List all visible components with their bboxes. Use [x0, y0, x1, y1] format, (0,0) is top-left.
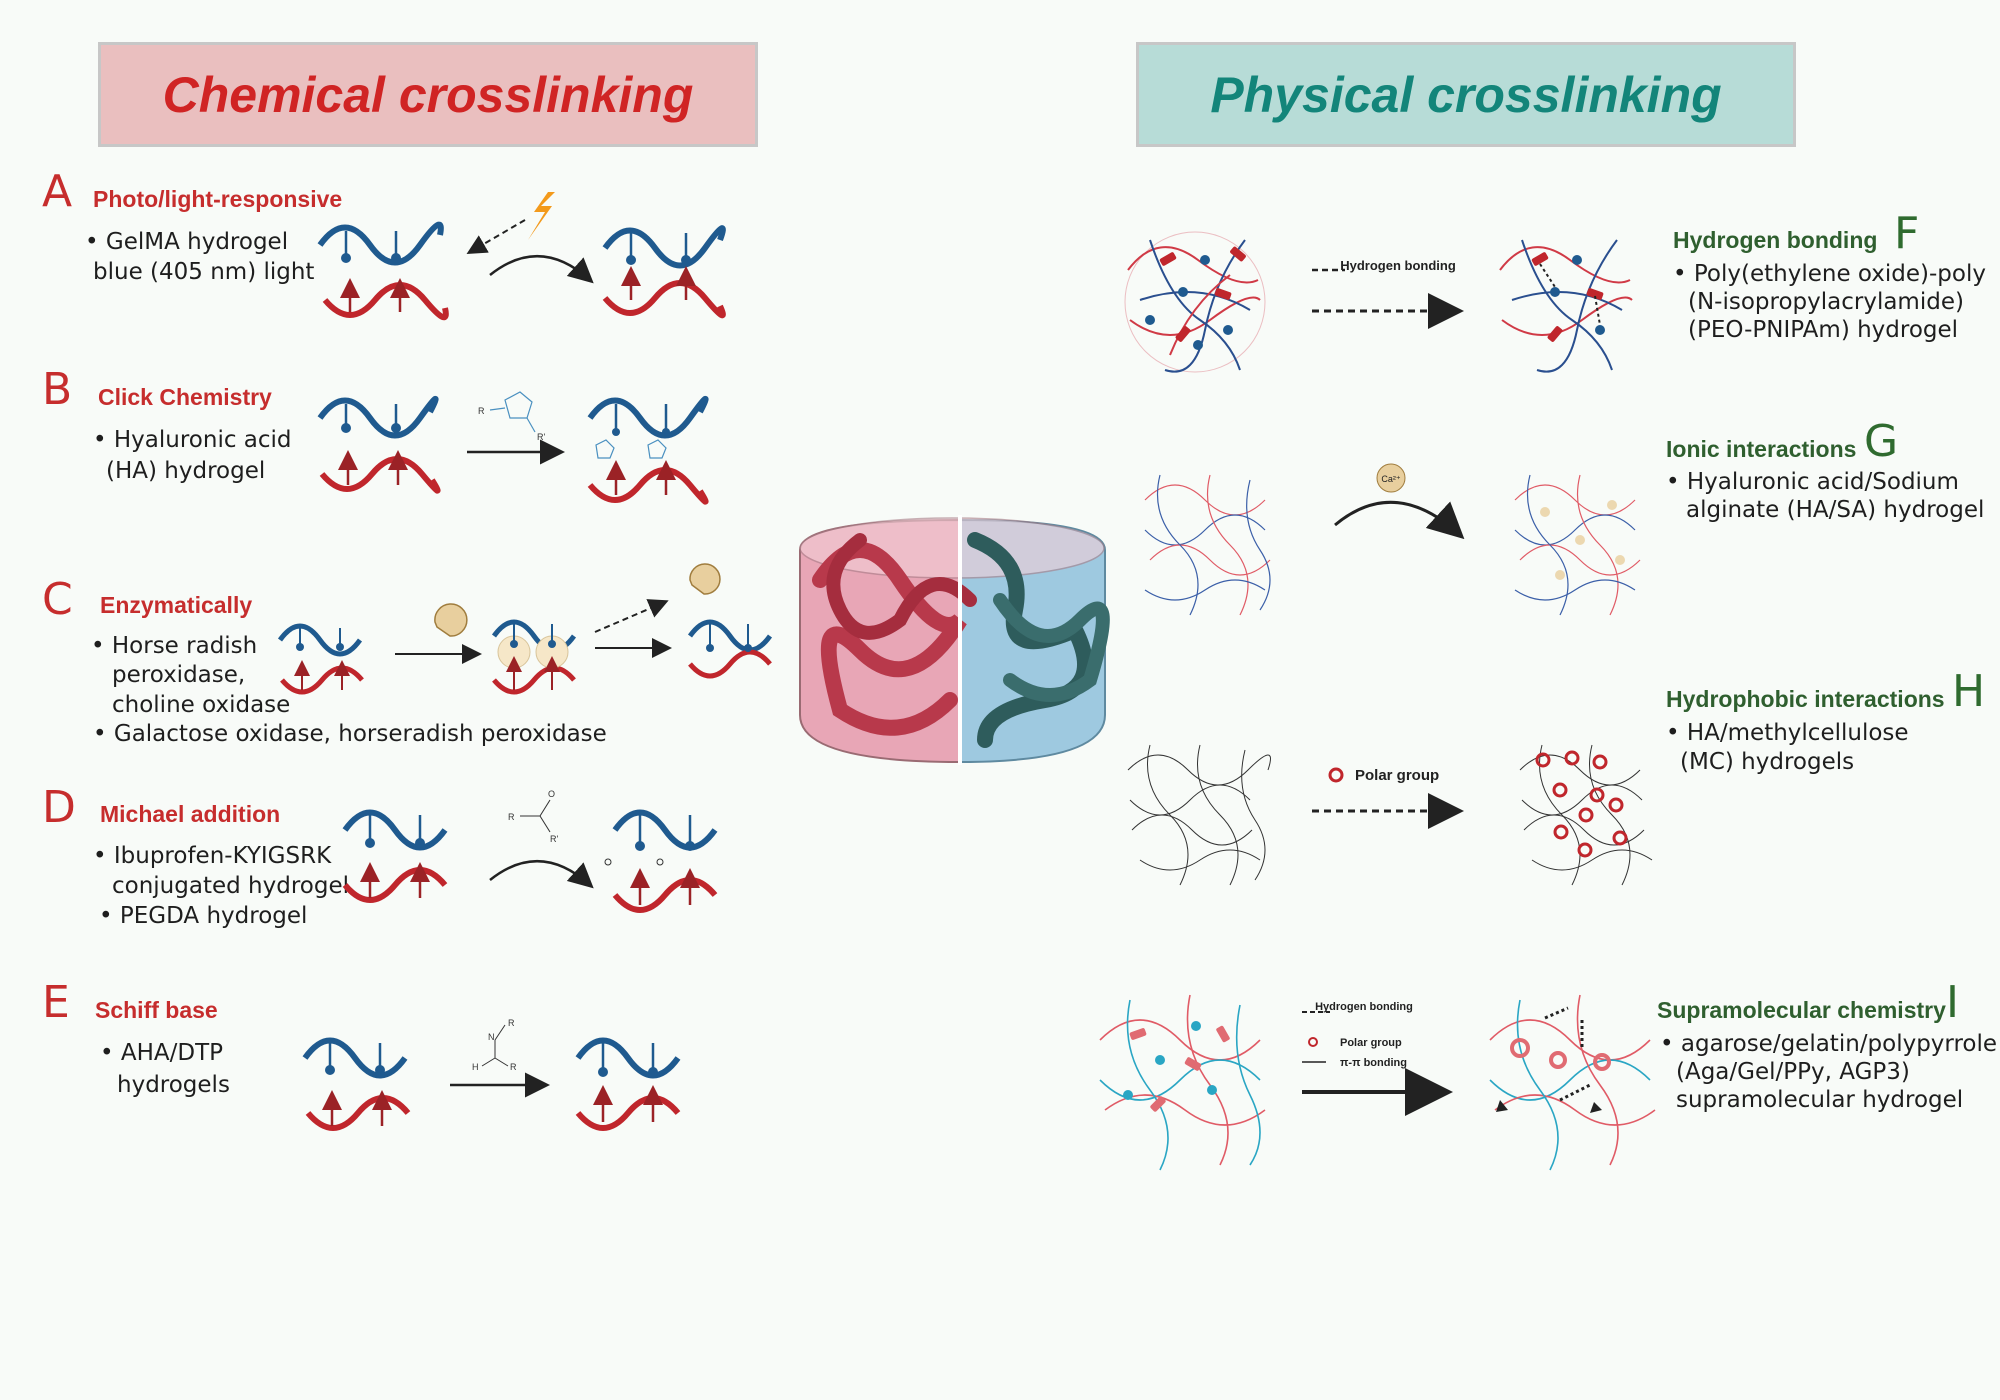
- enzyme-icon-2: [689, 563, 721, 595]
- section-title-schiff: Schiff base: [95, 997, 218, 1023]
- section-title-click: Click Chemistry: [98, 384, 272, 410]
- bullet-d-1: • Ibuprofen-KYIGSRK: [93, 843, 332, 869]
- section-title-photo: Photo/light-responsive: [93, 186, 343, 212]
- section-letter-d: D: [42, 782, 76, 833]
- schiff-r2-label: R: [510, 1062, 517, 1072]
- network-g-before: [1144, 474, 1271, 616]
- bullet-c-4: • Galactose oxidase, horseradish peroxid…: [93, 721, 607, 747]
- triazole-structure: [489, 391, 536, 433]
- bullet-c-2: peroxidase,: [112, 662, 246, 688]
- lightning-icon: [528, 192, 555, 240]
- bullet-i-3: supramolecular hydrogel: [1676, 1087, 1964, 1113]
- click-r-label: R: [478, 406, 485, 416]
- wave-pair-a-before: [317, 221, 449, 321]
- calcium-ion-icon: [1376, 463, 1406, 493]
- bullet-g-2: alginate (HA/SA) hydrogel: [1686, 497, 1985, 523]
- bullet-e-2: hydrogels: [117, 1072, 230, 1098]
- bullet-e-1: • AHA/DTP: [100, 1040, 224, 1066]
- wave-pair-c-middle: [491, 619, 577, 695]
- michael-o-label: O: [548, 789, 555, 799]
- section-letter-h: H: [1952, 666, 1986, 717]
- network-h-after: [1519, 744, 1653, 886]
- michael-r2-label: R': [550, 834, 558, 844]
- section-letter-b: B: [42, 364, 73, 415]
- bullet-a-2: blue (405 nm) light: [93, 259, 315, 285]
- network-f-before: [1124, 231, 1266, 373]
- bullet-f-2: (N-isopropylacrylamide): [1688, 289, 1964, 315]
- section-letter-a: A: [42, 166, 73, 217]
- bullet-i-1: • agarose/gelatin/polypyrrole: [1660, 1031, 1998, 1057]
- bullet-f-1: • Poly(ethylene oxide)-poly: [1673, 261, 1986, 287]
- section-title-ionic: Ionic interactions: [1666, 436, 1857, 462]
- section-letter-g: G: [1864, 416, 1899, 467]
- wave-pair-e-before: [302, 1037, 411, 1131]
- wave-pair-c-after: [687, 619, 773, 679]
- bullet-i-2: (Aga/Gel/PPy, AGP3): [1676, 1059, 1910, 1085]
- schiff-n-label: N: [488, 1032, 495, 1042]
- wave-pair-a-after: [602, 225, 726, 319]
- section-title-michael: Michael addition: [100, 801, 281, 827]
- schiff-r-label: R: [508, 1018, 515, 1028]
- legend-pi-label: π-π bonding: [1340, 1057, 1407, 1069]
- click-r2-label: R': [537, 432, 545, 442]
- section-letter-c: C: [42, 574, 73, 625]
- wave-pair-c-before: [277, 623, 364, 695]
- network-f-after: [1499, 239, 1633, 373]
- michael-r-label: R: [508, 812, 515, 822]
- wave-pair-b-after: [587, 396, 709, 505]
- wave-pair-d-before: [342, 809, 448, 903]
- wave-pair-b-before: [317, 396, 441, 494]
- section-letter-i: I: [1946, 977, 1959, 1028]
- bullet-a-1: • GelMA hydrogel: [85, 229, 289, 255]
- section-title-hydrophobic: Hydrophobic interactions: [1666, 686, 1945, 712]
- section-title-supramolecular: Supramolecular chemistry: [1657, 997, 1946, 1023]
- polar-group-label: Polar group: [1355, 767, 1439, 784]
- legend-polar-label: Polar group: [1340, 1037, 1402, 1049]
- legend-polar-icon: [1308, 1037, 1318, 1047]
- section-letter-e: E: [42, 977, 70, 1028]
- wave-pair-e-after: [575, 1037, 681, 1131]
- hbond-label: Hydrogen bonding: [1340, 258, 1456, 273]
- bullet-c-3: choline oxidase: [112, 692, 291, 718]
- section-title-enzymatic: Enzymatically: [100, 592, 253, 618]
- chemical-crosslinking-banner: Chemical crosslinking: [98, 42, 758, 147]
- bullet-f-3: (PEO-PNIPAm) hydrogel: [1688, 317, 1959, 343]
- network-i-after: [1489, 994, 1656, 1171]
- legend-hbond-label: Hydrogen bonding: [1315, 1001, 1413, 1013]
- schiff-h-label: H: [472, 1062, 479, 1072]
- calcium-label: Ca²⁺: [1381, 474, 1401, 484]
- bullet-g-1: • Hyaluronic acid/Sodium: [1666, 469, 1959, 495]
- bullet-d-3: • PEGDA hydrogel: [99, 903, 308, 929]
- bullet-h-2: (MC) hydrogels: [1680, 749, 1855, 775]
- wave-pair-d-after: [604, 809, 718, 913]
- bullet-d-2: conjugated hydrogel: [112, 873, 349, 899]
- section-title-hbond: Hydrogen bonding: [1673, 227, 1878, 253]
- imine-structure: [481, 1024, 509, 1067]
- enzyme-icon-1: [434, 603, 468, 637]
- bullet-b-1: • Hyaluronic acid: [93, 427, 292, 453]
- section-letter-f: F: [1894, 208, 1920, 259]
- polar-group-icon: [1328, 767, 1344, 783]
- physical-crosslinking-banner: Physical crosslinking: [1136, 42, 1796, 147]
- network-g-after: [1514, 474, 1641, 616]
- bullet-c-1: • Horse radish: [91, 633, 258, 659]
- carbonyl-structure: [520, 799, 551, 833]
- hydrogel-cylinder: [799, 515, 1110, 765]
- bullet-h-1: • HA/methylcellulose: [1666, 720, 1909, 746]
- network-i-before: [1099, 994, 1266, 1171]
- network-h-before: [1127, 744, 1271, 886]
- bullet-b-2: (HA) hydrogel: [106, 458, 266, 484]
